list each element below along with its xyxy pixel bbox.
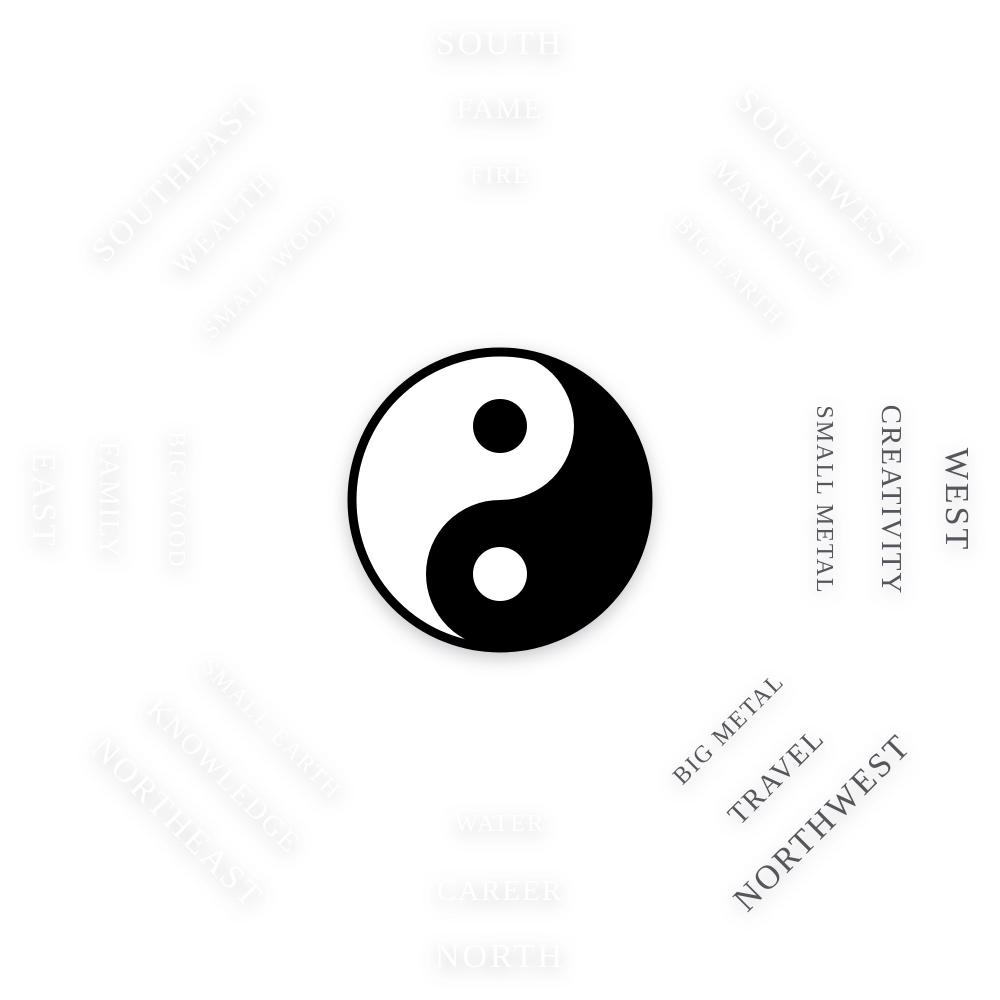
label-east-aspect: FAMILY [93, 441, 125, 559]
yin-yang-outline [347, 347, 653, 653]
label-northeast-direction: NORTHEAST [84, 729, 271, 916]
yin-dot [473, 399, 527, 453]
label-southwest-direction: SOUTHWEST [727, 82, 918, 273]
label-west-aspect: CREATIVITY [875, 405, 907, 596]
label-south-element: FIRE [470, 163, 530, 189]
label-south-aspect: FAME [457, 93, 543, 125]
label-southeast-direction: SOUTHEAST [84, 84, 270, 270]
yang-dot [473, 547, 527, 601]
label-south-direction: SOUTH [436, 25, 564, 62]
label-east-direction: EAST [25, 452, 62, 549]
label-north-aspect: CAREER [437, 875, 563, 907]
yin-yang-symbol [347, 347, 653, 653]
label-west-direction: WEST [938, 448, 975, 553]
label-east-element: BIG WOOD [163, 431, 189, 569]
label-west-element: SMALL METAL [811, 405, 837, 594]
label-north-direction: NORTH [435, 938, 565, 975]
label-north-element: WATER [455, 811, 545, 837]
label-northwest-direction: NORTHWEST [727, 727, 919, 919]
